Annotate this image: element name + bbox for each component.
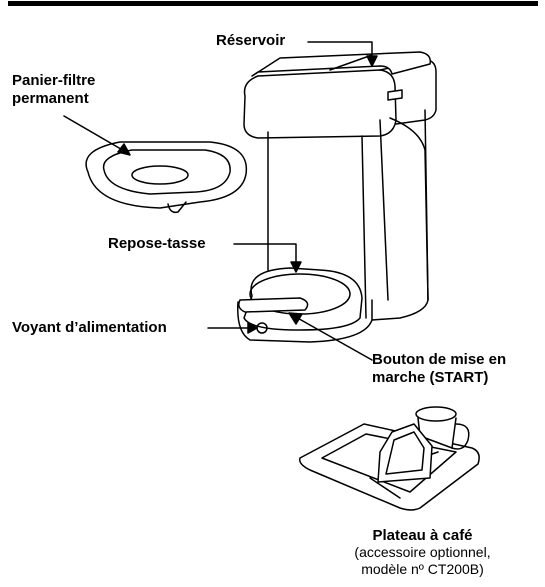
start-leader: [294, 316, 372, 360]
top-rule: [8, 1, 538, 6]
coffee-tray: [300, 407, 479, 510]
leader-lines: [64, 42, 377, 360]
head-front: [244, 70, 396, 138]
coffee-maker: [238, 52, 436, 342]
basket-bottom: [132, 166, 188, 184]
label-power-light: Voyant d’alimentation: [12, 319, 167, 337]
label-filter-basket-1: Panier-filtre: [12, 72, 95, 90]
filter-leader: [64, 116, 126, 152]
basket-handle: [168, 202, 186, 212]
tray-caption-line3: modèle nº CT200B): [300, 561, 545, 578]
basket-rim-inner: [104, 150, 231, 194]
lid-tab: [388, 90, 402, 100]
cup-rest-leader: [234, 244, 296, 268]
start-button-bar: [239, 298, 308, 312]
tray-caption-title: Plateau à café: [300, 527, 545, 544]
cup-rest-arrowhead: [291, 262, 301, 272]
label-reservoir: Réservoir: [216, 32, 285, 50]
basket-rim-outer: [86, 142, 246, 208]
label-start-button-2: marche (START): [372, 369, 488, 387]
mug-top: [416, 407, 456, 421]
label-cup-rest: Repose-tasse: [108, 235, 206, 253]
tray-caption: Plateau à café (accessoire optionnel, mo…: [300, 527, 545, 578]
start-arrowhead: [289, 313, 302, 324]
body-column: [268, 118, 428, 320]
label-start-button-1: Bouton de mise en: [372, 351, 506, 369]
tray-caption-line2: (accessoire optionnel,: [300, 544, 545, 561]
label-filter-basket-2: permanent: [12, 90, 89, 108]
filter-basket: [86, 142, 246, 212]
